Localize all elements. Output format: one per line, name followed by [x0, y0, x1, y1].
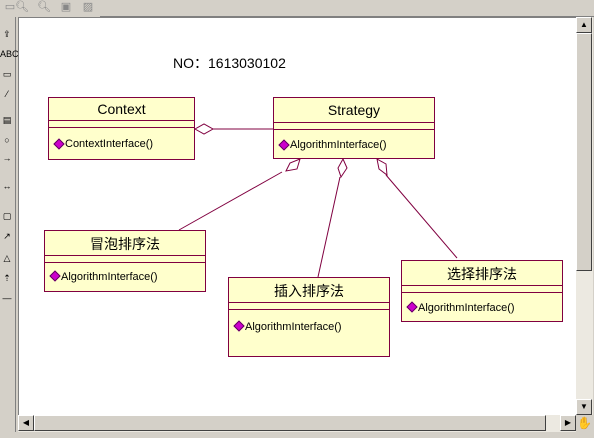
text-tool-icon[interactable]: ABC — [0, 49, 19, 59]
toolbar: ▭ 🔍︎ 🔍︎ ▣ ▨ — [0, 0, 594, 17]
association-tool-icon[interactable]: → — [2, 153, 12, 163]
aggregation-strategy-select[interactable] — [376, 158, 458, 259]
class-divider — [49, 127, 194, 128]
horizontal-scrollbar[interactable]: ◀ ▶ — [18, 415, 576, 432]
class-divider — [402, 292, 562, 293]
realize-tool-icon[interactable]: ⇡ — [3, 273, 11, 283]
class-name: Context — [97, 101, 146, 117]
status-strip — [0, 432, 594, 438]
class-operation: AlgorithmInterface() — [61, 271, 158, 283]
selector-tool-icon[interactable]: ⇪ — [3, 29, 11, 39]
note-tool-icon[interactable]: ▭ — [2, 69, 12, 79]
vertical-scroll-thumb[interactable] — [576, 33, 592, 271]
class-name: Strategy — [327, 102, 381, 118]
generalization-tool-icon[interactable]: △ — [3, 253, 11, 263]
class-tool-icon[interactable]: ▤ — [2, 115, 12, 125]
undo-fit-icon[interactable]: ▨ — [82, 1, 94, 13]
class-divider — [45, 262, 205, 263]
class-operation: AlgorithmInterface() — [290, 139, 387, 151]
class-operation: AlgorithmInterface() — [245, 321, 342, 333]
class-operation: AlgorithmInterface() — [418, 302, 515, 314]
anchor-tool-icon[interactable]: ⁄ — [6, 89, 8, 99]
class-insert-sort[interactable]: 插入排序法 AlgorithmInterface() — [228, 277, 390, 357]
class-bubble-sort[interactable]: 冒泡排序法 AlgorithmInterface() — [44, 230, 206, 292]
class-divider — [45, 255, 205, 256]
aggregation-tool-icon[interactable]: ↔ — [2, 181, 12, 191]
class-name: 冒泡排序法 — [90, 236, 160, 252]
scroll-up-icon[interactable]: ▲ — [576, 17, 592, 33]
diagram-canvas[interactable]: NO：1613030102 Context ContextInterface()… — [18, 17, 577, 416]
aggregation-strategy-bubble[interactable] — [178, 158, 301, 231]
operation-icon — [49, 270, 61, 282]
fit-view-icon[interactable]: ▣ — [60, 1, 72, 13]
zoom-in-icon[interactable]: 🔍︎ — [15, 1, 29, 13]
class-divider — [229, 302, 389, 303]
operation-icon — [233, 320, 245, 332]
aggregation-context-strategy[interactable] — [193, 123, 273, 135]
class-operation: ContextInterface() — [65, 138, 154, 150]
scroll-right-icon[interactable]: ▶ — [560, 415, 576, 431]
operation-icon — [278, 139, 290, 151]
cursor-icon[interactable]: ▭ — [4, 1, 16, 13]
class-context[interactable]: Context ContextInterface() — [48, 97, 195, 160]
class-divider — [274, 122, 434, 123]
operation-icon — [406, 301, 418, 313]
relationship-lines — [178, 123, 458, 278]
scroll-left-icon[interactable]: ◀ — [18, 415, 34, 431]
class-name: 插入排序法 — [274, 283, 344, 299]
package-tool-icon[interactable]: ▢ — [2, 211, 12, 221]
interface-tool-icon[interactable]: ○ — [4, 135, 10, 145]
dependency-tool-icon[interactable]: ↗ — [3, 231, 11, 241]
class-selection-sort[interactable]: 选择排序法 AlgorithmInterface() — [401, 260, 563, 322]
line-tool-icon[interactable]: — — [2, 293, 12, 303]
class-divider — [402, 285, 562, 286]
operation-icon — [53, 138, 65, 150]
zoom-out-icon[interactable]: 🔍︎ — [37, 1, 51, 13]
class-strategy[interactable]: Strategy AlgorithmInterface() — [273, 97, 435, 159]
class-name: 选择排序法 — [447, 266, 517, 282]
class-divider — [49, 120, 194, 121]
class-divider — [274, 129, 434, 130]
horizontal-scroll-thumb[interactable] — [34, 415, 546, 431]
hand-pan-icon[interactable]: ✋ — [576, 415, 593, 432]
student-number-label: NO：1613030102 — [173, 55, 286, 71]
aggregation-strategy-insert[interactable] — [317, 157, 348, 278]
toolbar-divider — [100, 0, 594, 17]
class-divider — [229, 309, 389, 310]
vertical-scrollbar[interactable]: ▲ ▼ — [576, 17, 593, 415]
scroll-down-icon[interactable]: ▼ — [576, 399, 592, 415]
tool-palette: ⇪ ABC ▭ ⁄ ▤ ○ → ↔ ▢ ↗ △ ⇡ — — [0, 17, 19, 438]
